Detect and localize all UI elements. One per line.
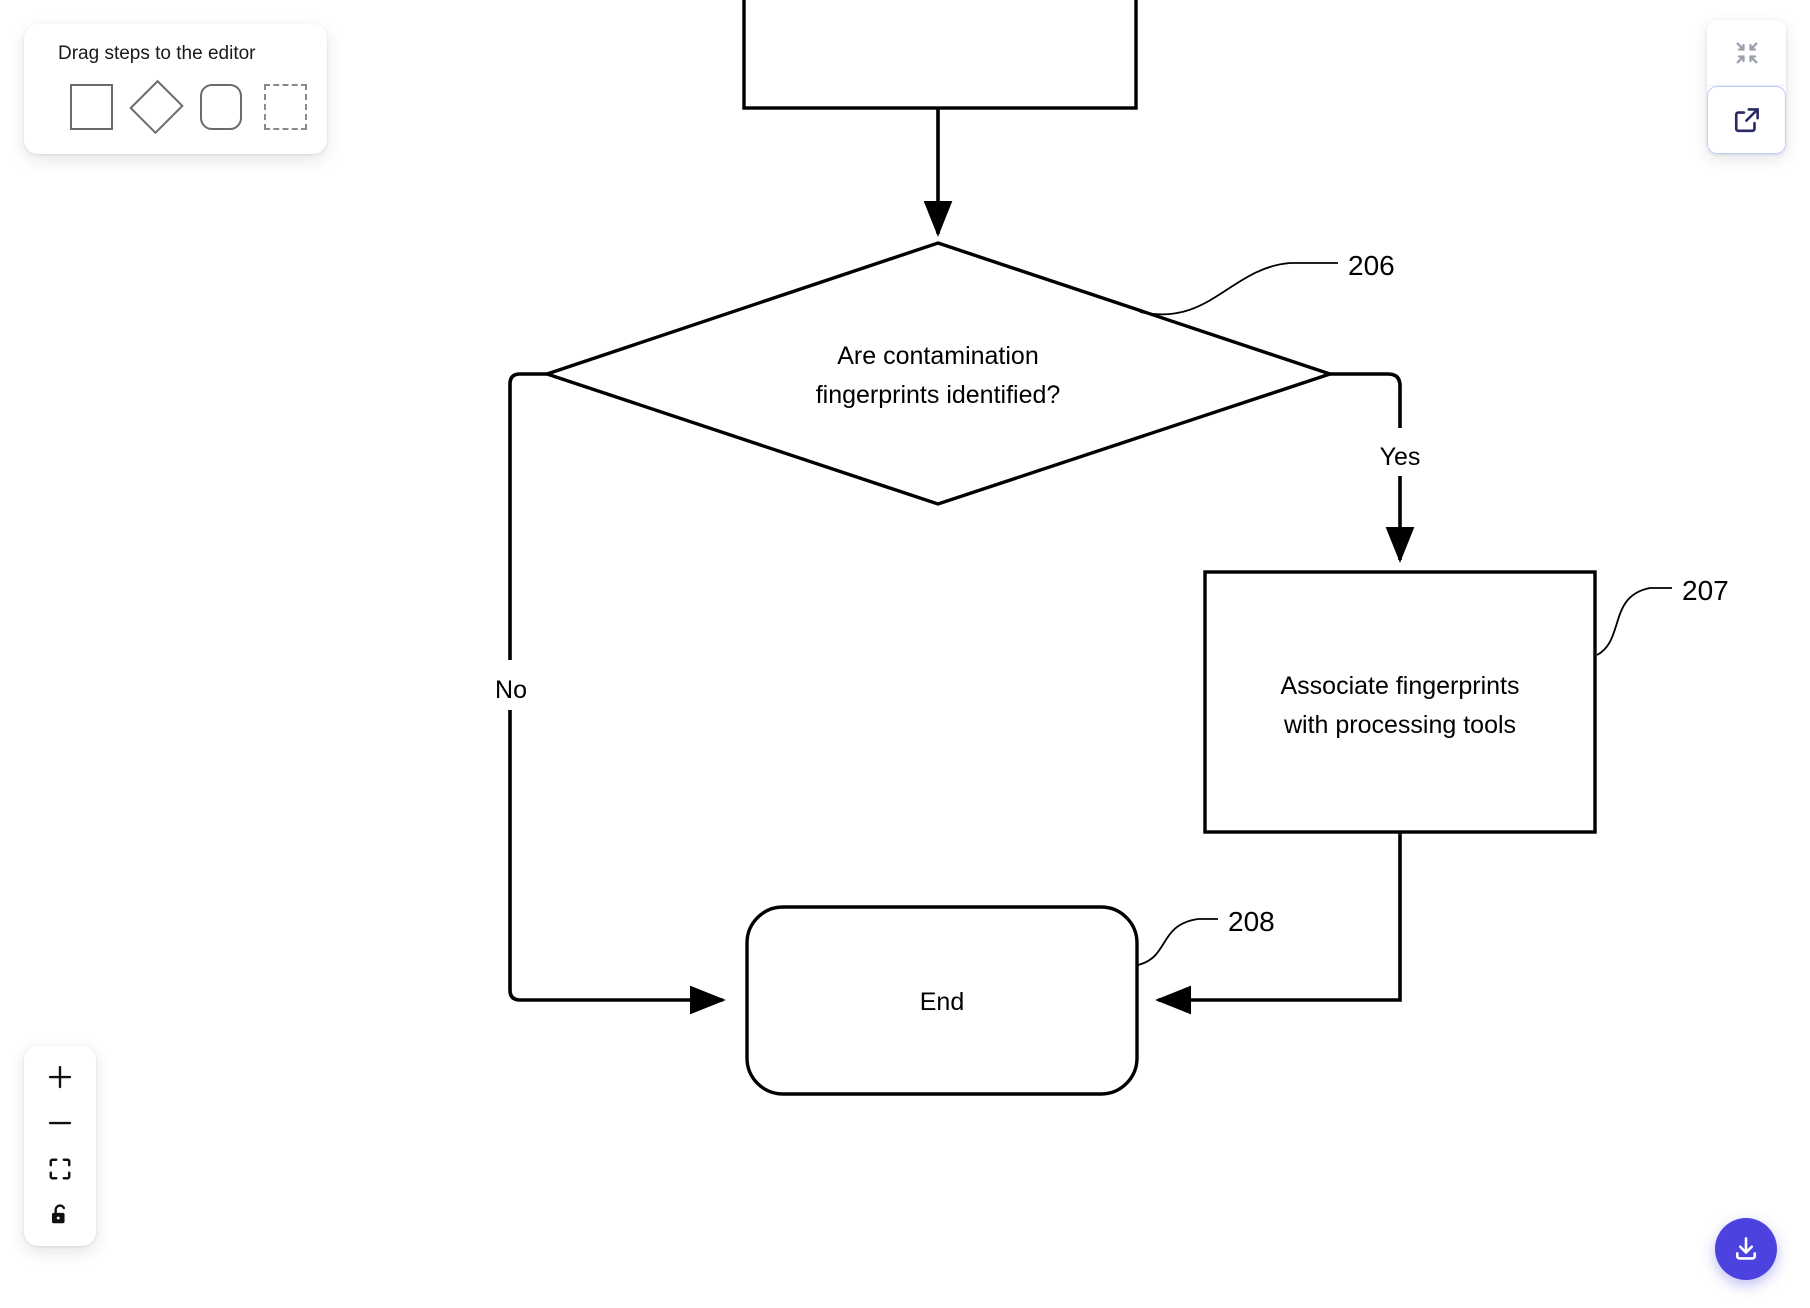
- leader-line-207: [1596, 587, 1672, 656]
- collapse-arrows-icon: [1736, 42, 1757, 63]
- edge-decision-no-to-end[interactable]: [508, 372, 726, 1015]
- download-button[interactable]: [1715, 1218, 1777, 1280]
- node-end-rounded-rectangle[interactable]: [745, 905, 1139, 1096]
- diamond-icon[interactable]: [128, 79, 184, 135]
- canvas-view-controls: [1707, 20, 1786, 154]
- node-end-label: End: [920, 988, 964, 1016]
- node-decision-diamond[interactable]: [541, 241, 1336, 506]
- node-decision-label-line2: fingerprints identified?: [816, 381, 1061, 409]
- palette-title: Drag steps to the editor: [58, 43, 256, 64]
- edge-label-yes: Yes: [1380, 443, 1421, 471]
- ref-label-207: 207: [1682, 575, 1729, 606]
- zoom-out-button[interactable]: [24, 1100, 96, 1146]
- fit-view-button[interactable]: [24, 1146, 96, 1192]
- edge-label-no-mask: [492, 660, 528, 710]
- download-icon: [1735, 1237, 1757, 1260]
- zoom-control-panel: [24, 1046, 96, 1246]
- node-decision-label-line1: Are contamination: [837, 342, 1039, 370]
- rounded-square-icon[interactable]: [199, 84, 243, 130]
- node-process-label-line1: Associate fingerprints: [1280, 672, 1519, 700]
- edge-process-to-end[interactable]: [1155, 832, 1402, 1015]
- palette-shape-list: [70, 79, 307, 135]
- external-link-icon: [1734, 108, 1759, 133]
- shape-palette-panel: Drag steps to the editor: [24, 24, 327, 154]
- collapse-button[interactable]: [1707, 20, 1786, 86]
- ref-label-206: 206: [1348, 250, 1395, 281]
- open-external-button[interactable]: [1707, 86, 1786, 154]
- zoom-in-button[interactable]: [24, 1054, 96, 1100]
- minus-icon: [48, 1121, 72, 1125]
- fit-frame-icon: [49, 1158, 71, 1180]
- edge-decision-yes-to-process[interactable]: [1330, 372, 1415, 563]
- node-top-rectangle[interactable]: [742, 0, 1138, 110]
- edge-label-no: No: [495, 676, 527, 704]
- ref-label-208: 208: [1228, 906, 1275, 937]
- unlocked-padlock-icon: [51, 1204, 66, 1224]
- square-icon[interactable]: [70, 84, 113, 130]
- node-process-rectangle[interactable]: [1203, 570, 1597, 834]
- node-process-label-line2: with processing tools: [1283, 711, 1516, 739]
- edge-label-yes-mask: [1372, 428, 1428, 476]
- plus-icon: [48, 1065, 72, 1089]
- lock-toggle-button[interactable]: [24, 1192, 96, 1238]
- leader-line-206: [1139, 262, 1338, 316]
- dashed-square-icon[interactable]: [264, 84, 307, 130]
- leader-line-208: [1137, 918, 1218, 966]
